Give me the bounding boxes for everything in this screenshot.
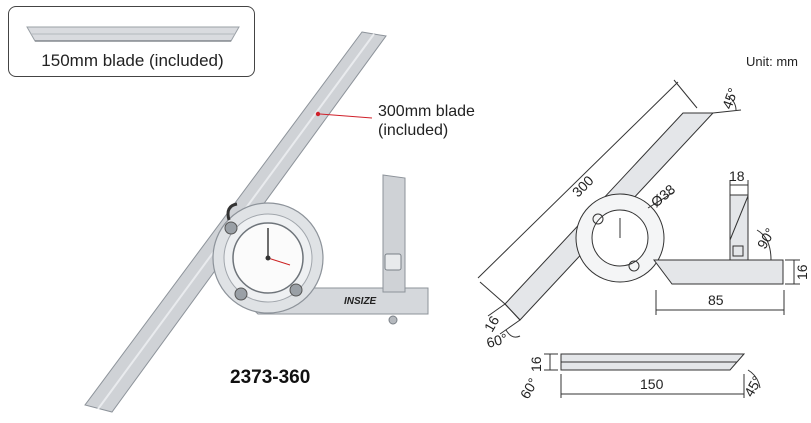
drawing-base	[653, 259, 784, 285]
dim-16-base: 16	[794, 264, 810, 280]
blade-300-callout-line2: (included)	[378, 122, 449, 139]
protractor-disk	[212, 202, 324, 314]
dim-angle-60-small: 60°	[517, 375, 541, 401]
drawing-square	[729, 194, 749, 261]
brand-logo: INSIZE	[344, 296, 377, 307]
callout-leader	[319, 113, 373, 119]
dim-300: 300	[569, 172, 597, 200]
dim-16-blade: 16	[481, 313, 503, 335]
dim-150: 150	[640, 376, 664, 392]
blade-150-inset: 150mm blade (included)	[8, 6, 255, 77]
dim-16-small: 16	[528, 356, 544, 372]
unit-label: Unit: mm	[746, 54, 798, 69]
blade-150-image	[26, 26, 240, 42]
blade-300-callout: 300mm blade (included)	[378, 102, 475, 140]
dim-angle-45-top: 45°	[719, 86, 741, 111]
dim-angle-60: 60°	[485, 330, 510, 351]
callout-dot	[315, 111, 321, 117]
blade-300-callout-line1: 300mm blade	[378, 103, 475, 120]
blade-150-caption: 150mm blade (included)	[41, 51, 224, 70]
model-number: 2373-360	[230, 367, 311, 388]
dim-angle-90: 90°	[754, 225, 778, 251]
dim-85: 85	[708, 292, 724, 308]
dim-line-300	[477, 81, 679, 279]
dim-18: 18	[729, 168, 745, 184]
